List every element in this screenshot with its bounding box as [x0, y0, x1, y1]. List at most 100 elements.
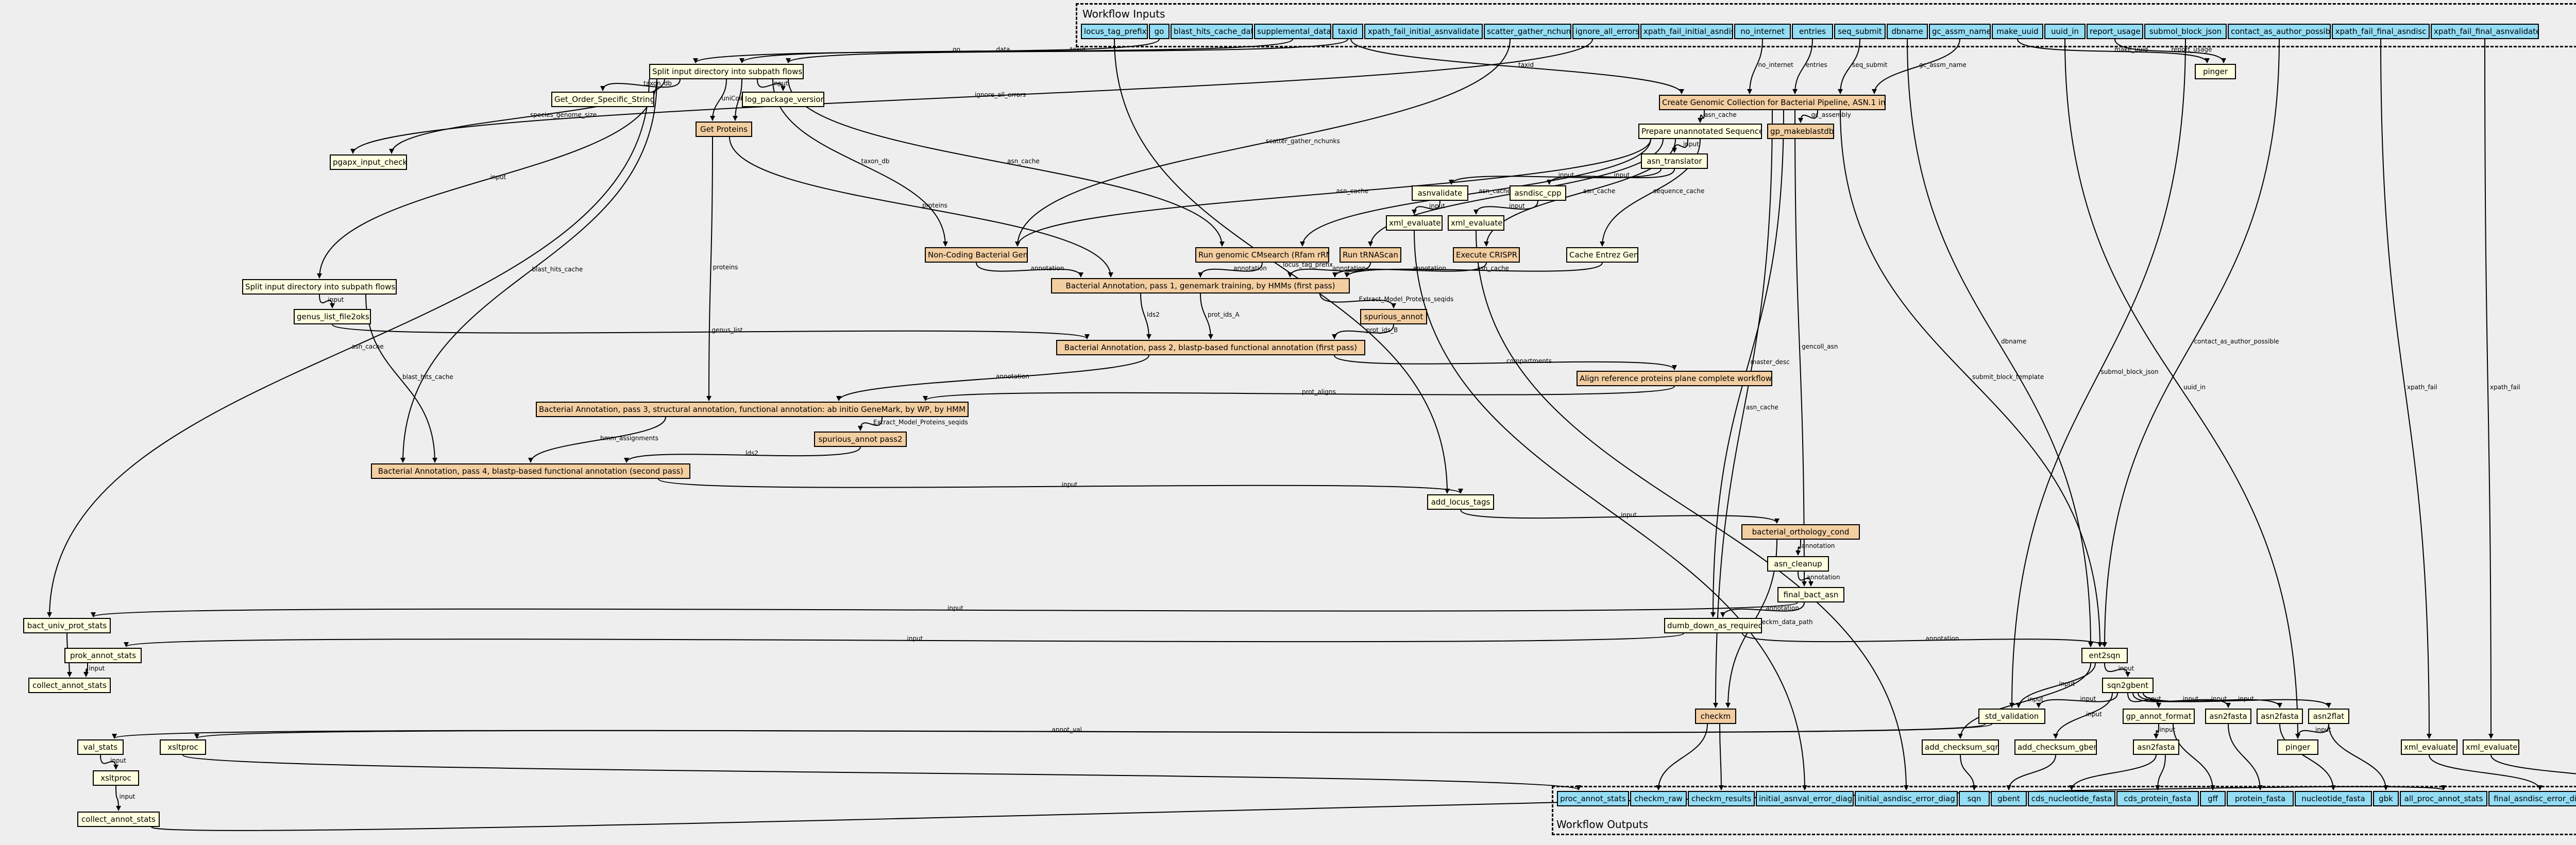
node-non-coding[interactable]: Non-Coding Bacterial Genes — [925, 247, 1028, 263]
node-spurious-annot-1[interactable]: spurious_annot — [1360, 309, 1427, 324]
input-submol-block-json[interactable]: submol_block_json — [2144, 24, 2227, 39]
node-collect-annot-stats-1[interactable]: collect_annot_stats — [28, 678, 111, 693]
node-log-package-versions[interactable]: log_package_versions — [742, 92, 824, 107]
output-gbk[interactable]: gbk — [2373, 791, 2399, 806]
node-xsltproc-1[interactable]: xsltproc — [160, 739, 206, 755]
input-contact-as-author-possible[interactable]: contact_as_author_possible — [2228, 24, 2331, 39]
edge — [2006, 754, 2056, 790]
node-bact-univ-prot-stats[interactable]: bact_univ_prot_stats — [23, 618, 111, 633]
edge-label: input — [772, 80, 788, 87]
node-ent2sqn[interactable]: ent2sqn — [2081, 648, 2128, 663]
input-entries[interactable]: entries — [1792, 24, 1833, 39]
input-xpath-fail-final-asndisc[interactable]: xpath_fail_final_asndisc — [2332, 24, 2430, 39]
output-initial-asndisc-error-diag[interactable]: initial_asndisc_error_diag — [1855, 791, 1958, 806]
node-final-bact-asn[interactable]: final_bact_asn — [1777, 587, 1844, 602]
node-asnvalidate[interactable]: asnvalidate — [1412, 185, 1468, 201]
input-taxid[interactable]: taxid — [1332, 24, 1363, 39]
node-pinger-bottom[interactable]: pinger — [2277, 739, 2318, 755]
node-xml-evaluate-3[interactable]: xml_evaluate — [2401, 739, 2458, 755]
node-add-checksum-gbent[interactable]: add_checksum_gbent — [2014, 739, 2097, 755]
input-go[interactable]: go — [1149, 24, 1170, 39]
node-collect-annot-stats-2[interactable]: collect_annot_stats — [77, 812, 160, 827]
input-scatter-gather-nchunks[interactable]: scatter_gather_nchunks — [1484, 24, 1571, 39]
node-std-validation[interactable]: std_validation — [1978, 709, 2045, 724]
input-locus-tag-prefix[interactable]: locus_tag_prefix — [1081, 24, 1148, 39]
input-dbname[interactable]: dbname — [1887, 24, 1928, 39]
node-create-genomic-collection[interactable]: Create Genomic Collection for Bacterial … — [1659, 95, 1886, 110]
node-asn-translator[interactable]: asn_translator — [1641, 153, 1708, 169]
node-pass4[interactable]: Bacterial Annotation, pass 4, blastp-bas… — [371, 463, 690, 479]
node-pinger-top[interactable]: pinger — [2195, 64, 2236, 79]
node-xsltproc-2[interactable]: xsltproc — [93, 770, 139, 786]
node-asn2flat[interactable]: asn2flat — [2308, 709, 2349, 724]
node-get-order-specific-strings[interactable]: Get_Order_Specific_Strings — [551, 92, 654, 107]
node-orthology[interactable]: bacterial_orthology_cond — [1741, 524, 1860, 540]
node-split-input-2[interactable]: Split input directory into subpath flows — [242, 279, 397, 295]
node-asn2fasta-1[interactable]: asn2fasta — [2205, 709, 2251, 724]
node-prok-annot-stats[interactable]: prok_annot_stats — [64, 648, 142, 663]
node-xml-evaluate-4[interactable]: xml_evaluate — [2463, 739, 2519, 755]
input-no-internet[interactable]: no_internet — [1734, 24, 1791, 39]
node-pgapx-input-check[interactable]: pgapx_input_check — [330, 154, 407, 170]
node-val-stats[interactable]: val_stats — [77, 739, 124, 755]
input-uuid-in[interactable]: uuid_in — [2044, 24, 2086, 39]
node-pass2[interactable]: Bacterial Annotation, pass 2, blastp-bas… — [1056, 340, 1365, 355]
output-proc-annot-stats[interactable]: proc_annot_stats — [1557, 791, 1629, 806]
output-final-asndisc-error-diag[interactable]: final_asndisc_error_diag — [2488, 791, 2576, 806]
output-cds-protein-fasta[interactable]: cds_protein_fasta — [2116, 791, 2199, 806]
input-gc-assm-name[interactable]: gc_assm_name — [1929, 24, 1991, 39]
output-cds-nucleotide-fasta[interactable]: cds_nucleotide_fasta — [2028, 791, 2115, 806]
output-initial-asnval-error-diag[interactable]: initial_asnval_error_diag — [1756, 791, 1854, 806]
input-blast-hits-cache-data[interactable]: blast_hits_cache_data — [1171, 24, 1253, 39]
node-dumb-down[interactable]: dumb_down_as_required — [1664, 618, 1762, 633]
node-sqn2gbent[interactable]: sqn2gbent — [2102, 678, 2154, 693]
node-xml-evaluate-1[interactable]: xml_evaluate — [1386, 215, 1443, 231]
node-execute-crispr[interactable]: Execute CRISPR — [1453, 247, 1520, 263]
node-split-input-1[interactable]: Split input directory into subpath flows — [649, 64, 804, 79]
node-add-checksum-sqn[interactable]: add_checksum_sqn — [1922, 739, 1999, 755]
node-gp-makeblastdb[interactable]: gp_makeblastdb — [1767, 124, 1834, 139]
input-ignore-all-errors[interactable]: ignore_all_errors — [1572, 24, 1639, 39]
edge-label: input — [2211, 695, 2227, 702]
input-seq-submit[interactable]: seq_submit — [1834, 24, 1886, 39]
node-genus-list[interactable]: genus_list_file2oks — [294, 309, 371, 324]
node-asndisc-cpp[interactable]: asndisc_cpp — [1510, 185, 1566, 201]
node-checkm[interactable]: checkm — [1695, 709, 1736, 724]
node-spurious-annot-2[interactable]: spurious_annot pass2 — [814, 432, 907, 447]
node-gp-annot-format[interactable]: gp_annot_format — [2123, 709, 2195, 724]
edge — [528, 417, 666, 463]
output-checkm-results[interactable]: checkm_results — [1688, 791, 1755, 806]
node-align-ref[interactable]: Align reference proteins plane complete … — [1577, 371, 1772, 386]
node-asn-cleanup[interactable]: asn_cleanup — [1767, 556, 1829, 572]
output-gff[interactable]: gff — [2200, 791, 2226, 806]
input-xpath-fail-initial-asnvalidate[interactable]: xpath_fail_initial_asnvalidate — [1364, 24, 1483, 39]
output-protein-fasta[interactable]: protein_fasta — [2227, 791, 2294, 806]
output-gbent[interactable]: gbent — [1991, 791, 2027, 806]
edge-label: Extract_Model_Proteins_seqids — [1359, 296, 1454, 303]
node-pass3[interactable]: Bacterial Annotation, pass 3, structural… — [536, 402, 969, 417]
node-xml-evaluate-2[interactable]: xml_evaluate — [1448, 215, 1504, 231]
output-all-proc-annot-stats[interactable]: all_proc_annot_stats — [2400, 791, 2487, 806]
output-nucleotide-fasta[interactable]: nucleotide_fasta — [2295, 791, 2372, 806]
input-report-usage[interactable]: report_usage — [2087, 24, 2143, 39]
edge — [194, 723, 1992, 739]
edge — [1838, 39, 1860, 94]
node-pass1[interactable]: Bacterial Annotation, pass 1, genemark t… — [1051, 278, 1350, 294]
input-xpath-fail-initial-asndisc[interactable]: xpath_fail_initial_asndisc — [1640, 24, 1733, 39]
node-add-locus-tags[interactable]: add_locus_tags — [1427, 494, 1494, 510]
node-run-trnascan[interactable]: Run tRNAScan — [1340, 247, 1401, 263]
input-supplemental-data[interactable]: supplemental_data — [1254, 24, 1331, 39]
output-checkm-raw[interactable]: checkm_raw — [1630, 791, 1687, 806]
node-run-cmsearch[interactable]: Run genomic CMsearch (Rfam rRNA) — [1195, 247, 1329, 263]
edge-label: annotation — [1233, 265, 1267, 272]
node-get-proteins[interactable]: Get Proteins — [696, 122, 752, 137]
node-asn2fasta-3[interactable]: asn2fasta — [2133, 739, 2179, 755]
input-xpath-fail-final-asnvalidate[interactable]: xpath_fail_final_asnvalidate — [2431, 24, 2539, 39]
edge-label: checkm_data_path — [1755, 618, 1813, 626]
output-sqn[interactable]: sqn — [1959, 791, 1990, 806]
node-asn2fasta-2[interactable]: asn2fasta — [2257, 709, 2303, 724]
node-prepare-unannotated[interactable]: Prepare unannotated Sequences — [1638, 124, 1762, 139]
input-make-uuid[interactable]: make_uuid — [1992, 24, 2043, 39]
edge-label: prot_ids_B — [1366, 326, 1398, 334]
node-cache-entrez[interactable]: Cache Entrez Gene — [1566, 247, 1638, 263]
